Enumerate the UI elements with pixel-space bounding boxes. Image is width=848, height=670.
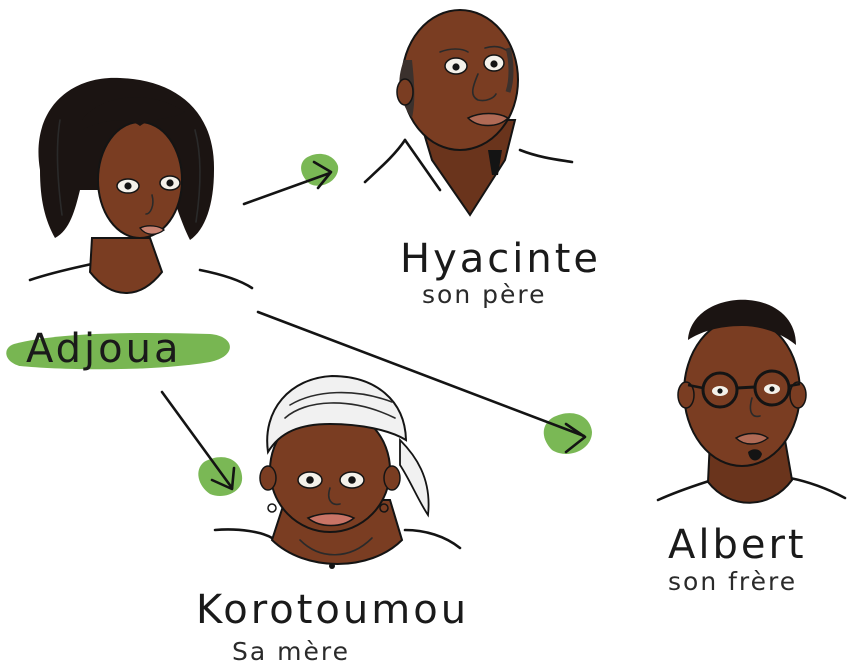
hyacinte-name: Hyacinte <box>400 236 601 282</box>
arrow-to-hyacinte <box>242 153 339 206</box>
hyacinte-portrait <box>363 9 574 217</box>
adjoua-name: Adjoua <box>26 326 182 372</box>
arrow-to-albert <box>256 310 592 454</box>
albert-portrait <box>656 299 847 504</box>
adjoua-highlight <box>6 333 230 370</box>
hyacinte-relation: son père <box>422 280 546 309</box>
korotoumou-relation: Sa mère <box>232 637 350 666</box>
albert-name: Albert <box>668 522 807 568</box>
korotoumou-name: Korotoumou <box>196 587 469 633</box>
adjoua-portrait <box>28 77 254 294</box>
albert-relation: son frère <box>668 567 797 596</box>
korotoumou-portrait <box>213 374 462 569</box>
arrow-to-korotoumou <box>160 390 243 496</box>
